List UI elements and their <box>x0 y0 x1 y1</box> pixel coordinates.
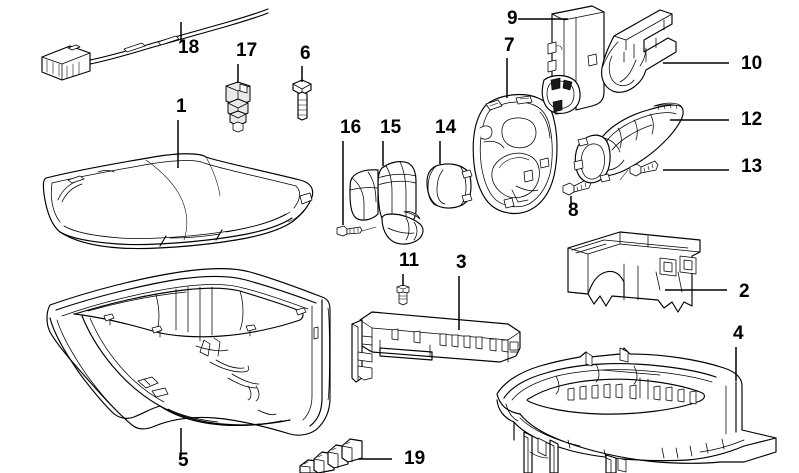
callout-number-2: 2 <box>739 281 750 302</box>
callout-number-7: 7 <box>504 35 515 56</box>
part-connector-rail[interactable] <box>351 311 521 383</box>
callout-number-1: 1 <box>176 96 187 117</box>
part-e-box-base-tray[interactable] <box>496 347 777 473</box>
callout-1[interactable]: 1 <box>176 96 187 168</box>
callout-2[interactable]: 2 <box>665 281 750 302</box>
callout-14[interactable]: 14 <box>435 117 457 164</box>
callout-number-11: 11 <box>399 250 420 271</box>
callout-number-16: 16 <box>340 117 361 138</box>
callout-number-9: 9 <box>507 8 518 29</box>
callout-3[interactable]: 3 <box>456 252 467 330</box>
part-wiring-harness-lead[interactable] <box>41 8 269 81</box>
callout-number-12: 12 <box>741 109 762 130</box>
callout-13[interactable]: 13 <box>663 156 762 177</box>
callout-16[interactable]: 16 <box>340 117 361 225</box>
callout-17[interactable]: 17 <box>236 40 257 83</box>
callout-number-5: 5 <box>178 450 189 471</box>
callout-4[interactable]: 4 <box>733 323 744 381</box>
callout-number-13: 13 <box>741 156 762 177</box>
callout-7[interactable]: 7 <box>504 35 515 98</box>
callout-number-17: 17 <box>236 40 257 61</box>
callout-10[interactable]: 10 <box>663 53 762 74</box>
callout-number-6: 6 <box>300 43 311 64</box>
part-blower-elbow-housing[interactable] <box>349 161 424 245</box>
callout-6[interactable]: 6 <box>300 43 311 82</box>
callout-number-4: 4 <box>733 323 744 344</box>
part-fillister-head-screw[interactable] <box>396 284 410 306</box>
callout-number-8: 8 <box>568 200 579 221</box>
part-seal-ring[interactable] <box>426 163 473 209</box>
part-connector-housing-set[interactable] <box>299 438 363 473</box>
callout-number-19: 19 <box>404 448 425 469</box>
part-pressure-switch[interactable] <box>225 81 251 133</box>
part-oval-head-screw[interactable] <box>619 160 659 181</box>
callout-9[interactable]: 9 <box>507 8 568 29</box>
part-blower-side-housing[interactable] <box>472 93 558 215</box>
callout-15[interactable]: 15 <box>380 117 402 166</box>
part-microfilter-guide-right[interactable] <box>601 9 677 93</box>
part-e-box-housing[interactable] <box>46 268 331 436</box>
callout-5[interactable]: 5 <box>178 428 189 471</box>
callout-18[interactable]: 18 <box>178 22 199 58</box>
callout-8[interactable]: 8 <box>568 196 579 221</box>
callout-number-15: 15 <box>380 117 402 138</box>
part-e-box-cover-lid[interactable] <box>42 153 314 250</box>
part-microfilter-guide-left[interactable] <box>541 5 605 115</box>
callout-number-3: 3 <box>456 252 467 273</box>
callout-number-18: 18 <box>178 37 199 58</box>
part-relay-cover[interactable] <box>567 231 701 313</box>
callout-19[interactable]: 19 <box>358 448 425 469</box>
part-elbow-screw[interactable] <box>336 225 377 237</box>
callout-12[interactable]: 12 <box>670 109 762 130</box>
callout-number-10: 10 <box>741 53 762 74</box>
callout-number-14: 14 <box>435 117 457 138</box>
callout-11[interactable]: 11 <box>399 250 420 286</box>
